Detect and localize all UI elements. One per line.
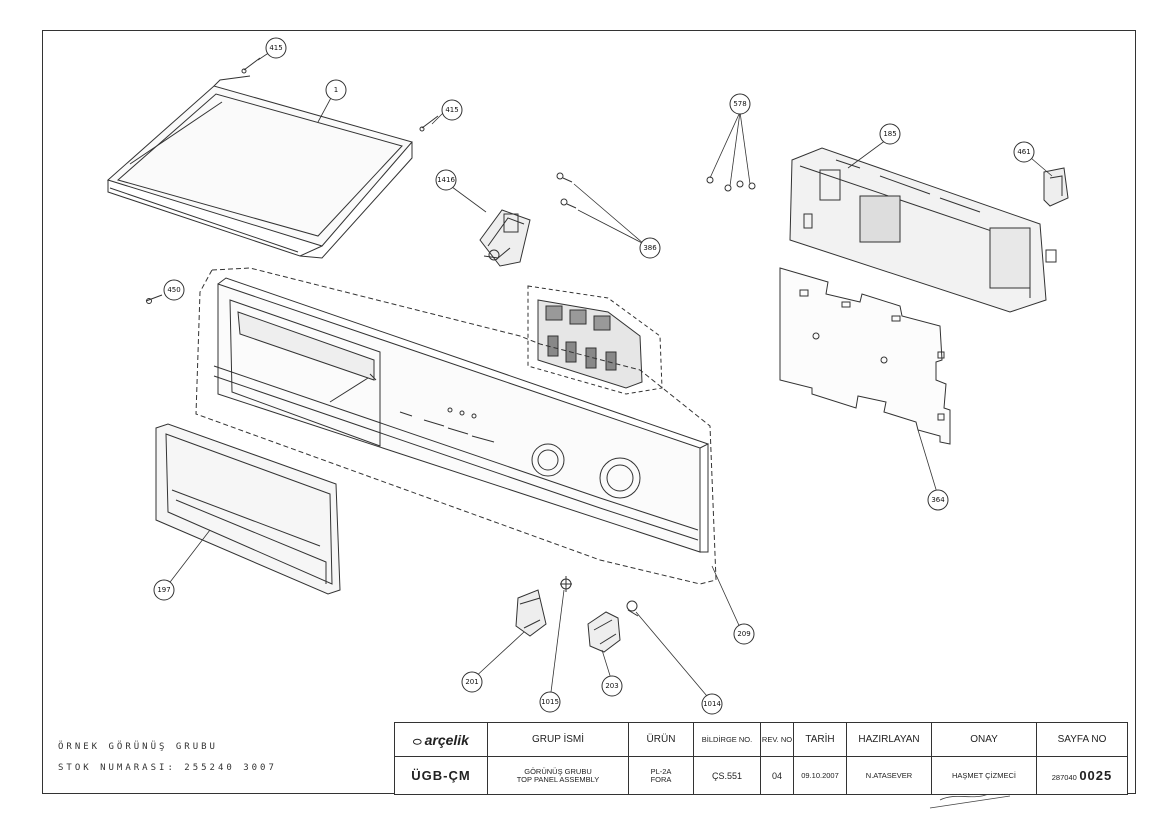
top-lid (107, 75, 413, 259)
knob-201 (515, 589, 547, 637)
display-board (527, 285, 663, 395)
stock-number-note: STOK NUMARASI: 255240 3007 (58, 763, 277, 773)
callout-1: 1 (334, 86, 338, 94)
callout-203: 203 (605, 682, 618, 690)
callout-364: 364 (931, 496, 945, 504)
callout-1014: 1014 (703, 700, 721, 708)
group-name-tr: GÖRÜNÜŞ GRUBU (524, 766, 592, 776)
callout-197: 197 (157, 586, 170, 594)
group-note: ÖRNEK GÖRÜNÜŞ GRUBU (58, 742, 218, 752)
callout-415-top: 415 (269, 44, 282, 52)
screws-386 (556, 172, 577, 209)
bildirge-no-value: ÇS.551 (693, 756, 761, 795)
product-line1: PL-2A (650, 766, 672, 776)
callout-1416: 1416 (437, 176, 455, 184)
callout-185: 185 (883, 130, 896, 138)
screws-578 (706, 176, 756, 192)
callout-461: 461 (1017, 148, 1030, 156)
control-panel-fascia (195, 267, 717, 585)
header-group-name: GRUP İSMİ (487, 722, 629, 757)
switch-part (479, 209, 531, 267)
group-name-en: TOP PANEL ASSEMBLY (516, 774, 600, 784)
header-prepared: HAZIRLAYAN (846, 722, 932, 757)
group-code: ÜGB-ÇM (394, 756, 488, 795)
brand-logo: ⬭arçelik (413, 732, 469, 748)
date-value: 09.10.2007 (793, 756, 847, 795)
insulation-sheet (779, 267, 951, 445)
product-cell: PL-2A FORA (628, 756, 694, 795)
header-product: ÜRÜN (628, 722, 694, 757)
detergent-drawer (155, 423, 341, 595)
callout-201: 201 (465, 678, 478, 686)
shaft-1015 (560, 576, 572, 592)
brand-cell: ⬭arçelik (394, 722, 488, 757)
header-page-no: SAYFA NO (1036, 722, 1128, 757)
knob-203 (587, 611, 621, 653)
product-line2: FORA (650, 774, 672, 784)
shaft-1014 (626, 600, 639, 617)
callout-578: 578 (733, 100, 746, 108)
callout-circles (153, 37, 1035, 715)
callout-415-right: 415 (445, 106, 458, 114)
rev-no-value: 04 (760, 756, 794, 795)
header-rev-no: REV. NO (760, 722, 794, 757)
lid-screws (145, 57, 439, 304)
page-prefix: 287040 (1051, 773, 1077, 782)
callout-labels: 415 1 415 1416 386 578 185 461 450 364 1… (157, 44, 1030, 708)
page-number: 0025 (1079, 768, 1113, 783)
control-pcb (789, 147, 1057, 313)
group-name-cell: GÖRÜNÜŞ GRUBU TOP PANEL ASSEMBLY (487, 756, 629, 795)
callout-1015: 1015 (541, 698, 559, 706)
header-approval: ONAY (931, 722, 1037, 757)
callout-386: 386 (643, 244, 657, 252)
prepared-value: N.ATASEVER (846, 756, 932, 795)
header-date: TARİH (793, 722, 847, 757)
title-block: ⬭arçelik GRUP İSMİ ÜRÜN BİLDİRGE NO. REV… (394, 722, 1128, 795)
brand-mark-icon: ⬭ (413, 736, 422, 748)
callout-209: 209 (737, 630, 750, 638)
bracket-461 (1043, 167, 1069, 207)
page-no-cell: 287040 0025 (1036, 756, 1128, 795)
approval-value: HAŞMET ÇİZMECİ (931, 756, 1037, 795)
leader-lines (163, 51, 1053, 703)
callout-450: 450 (167, 286, 180, 294)
header-bildirge-no: BİLDİRGE NO. (693, 722, 761, 757)
brand-name: arçelik (424, 731, 469, 748)
